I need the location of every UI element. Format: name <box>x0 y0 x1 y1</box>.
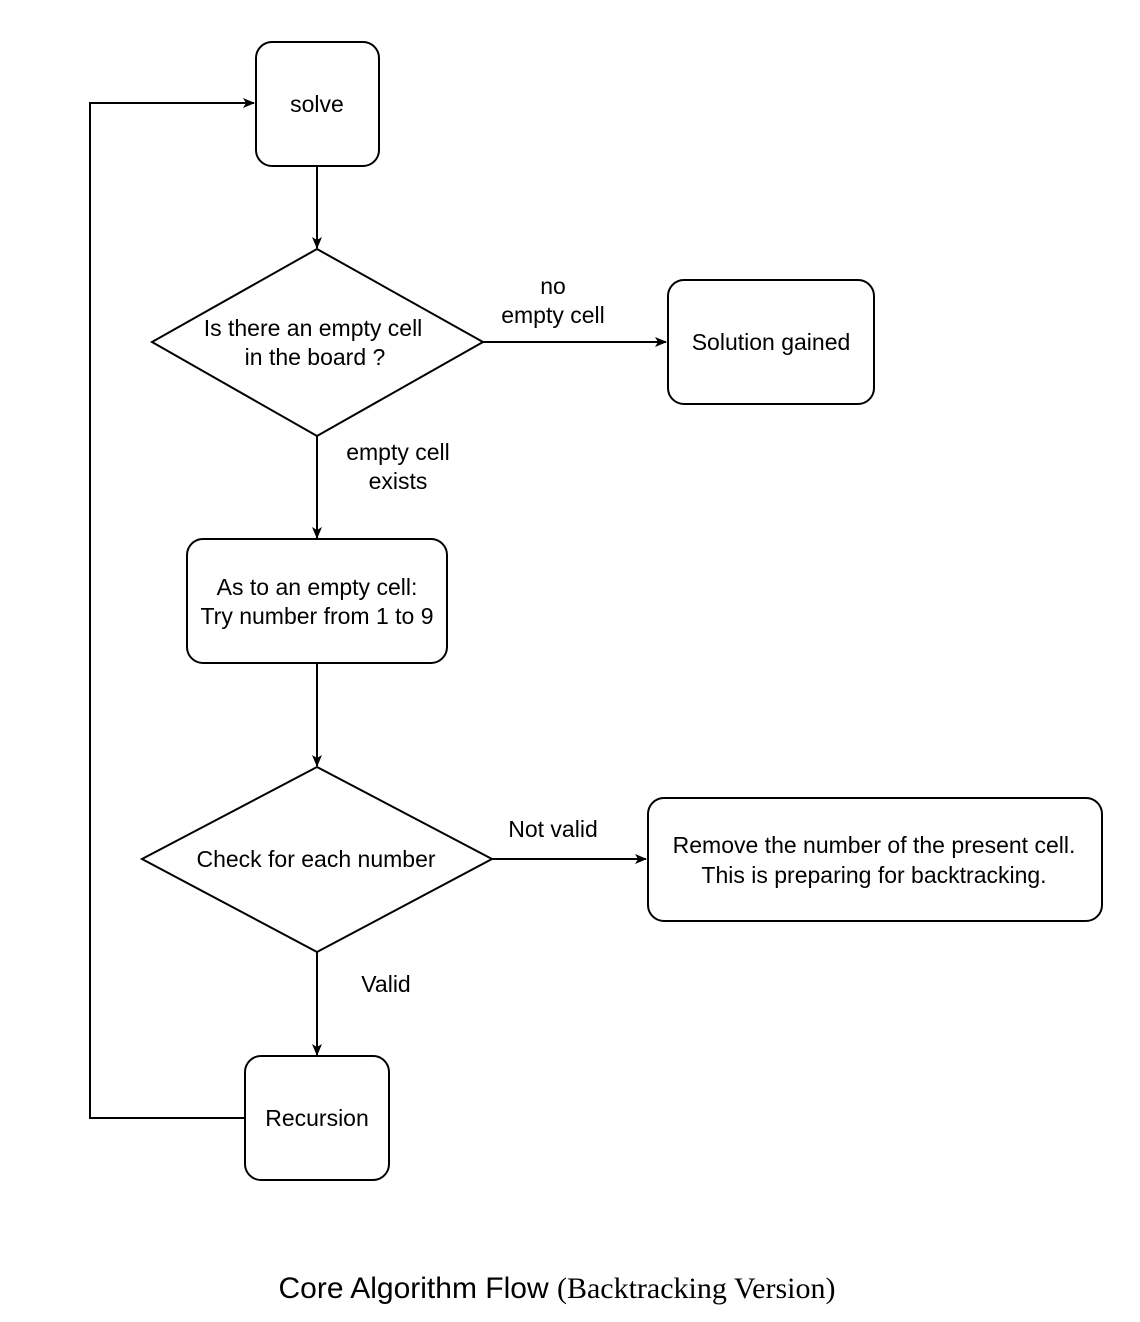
node-solution-box <box>667 279 875 405</box>
node-recursion: Recursion <box>244 1055 390 1181</box>
node-try-number-box <box>186 538 448 664</box>
edge-label-valid: Valid <box>361 971 410 997</box>
node-remove: Remove the number of the present cell. T… <box>647 797 1103 922</box>
node-recursion-box <box>244 1055 390 1181</box>
node-solve-box <box>255 41 380 167</box>
figure-caption: Core Algorithm Flow (Backtracking Versio… <box>0 1272 1114 1306</box>
node-empty-check: Is there an empty cell in the board ? <box>149 247 486 438</box>
node-empty-check-line-1: Is there an empty cell <box>204 315 423 341</box>
node-solve-label: solve <box>290 91 344 117</box>
node-try-number: As to an empty cell: Try number from 1 t… <box>186 538 448 664</box>
edge-recursion-back-to-solve <box>89 98 255 1119</box>
edge-label-no-empty-line-2: empty cell <box>501 302 605 328</box>
edge-labels: no empty cell empty cell exists Not vali… <box>346 273 605 997</box>
node-empty-check-diamond <box>149 247 486 438</box>
node-remove-box <box>647 797 1103 922</box>
node-remove-line-1: Remove the number of the present cell. <box>673 832 1076 858</box>
node-solution: Solution gained <box>667 279 875 405</box>
node-solve: solve <box>255 41 380 167</box>
figure-caption-sub: (Backtracking Version) <box>556 1272 836 1305</box>
node-try-number-line-2: Try number from 1 to 9 <box>200 603 433 629</box>
edge-label-empty-exists-line-2: exists <box>369 468 428 494</box>
node-check-number-label: Check for each number <box>196 846 435 872</box>
edge-label-empty-exists-line-1: empty cell <box>346 439 450 465</box>
node-remove-line-2: This is preparing for backtracking. <box>701 862 1046 888</box>
figure-caption-main: Core Algorithm Flow <box>278 1272 549 1305</box>
edges <box>89 98 667 1119</box>
edge-label-not-valid: Not valid <box>508 816 597 842</box>
edge-label-no-empty-line-1: no <box>540 273 566 299</box>
node-empty-check-line-2: in the board ? <box>245 344 386 370</box>
node-check-number: Check for each number <box>139 765 495 954</box>
node-check-number-diamond <box>139 765 495 954</box>
node-solution-label: Solution gained <box>692 329 851 355</box>
node-recursion-label: Recursion <box>265 1105 369 1131</box>
node-try-number-line-1: As to an empty cell: <box>217 574 418 600</box>
